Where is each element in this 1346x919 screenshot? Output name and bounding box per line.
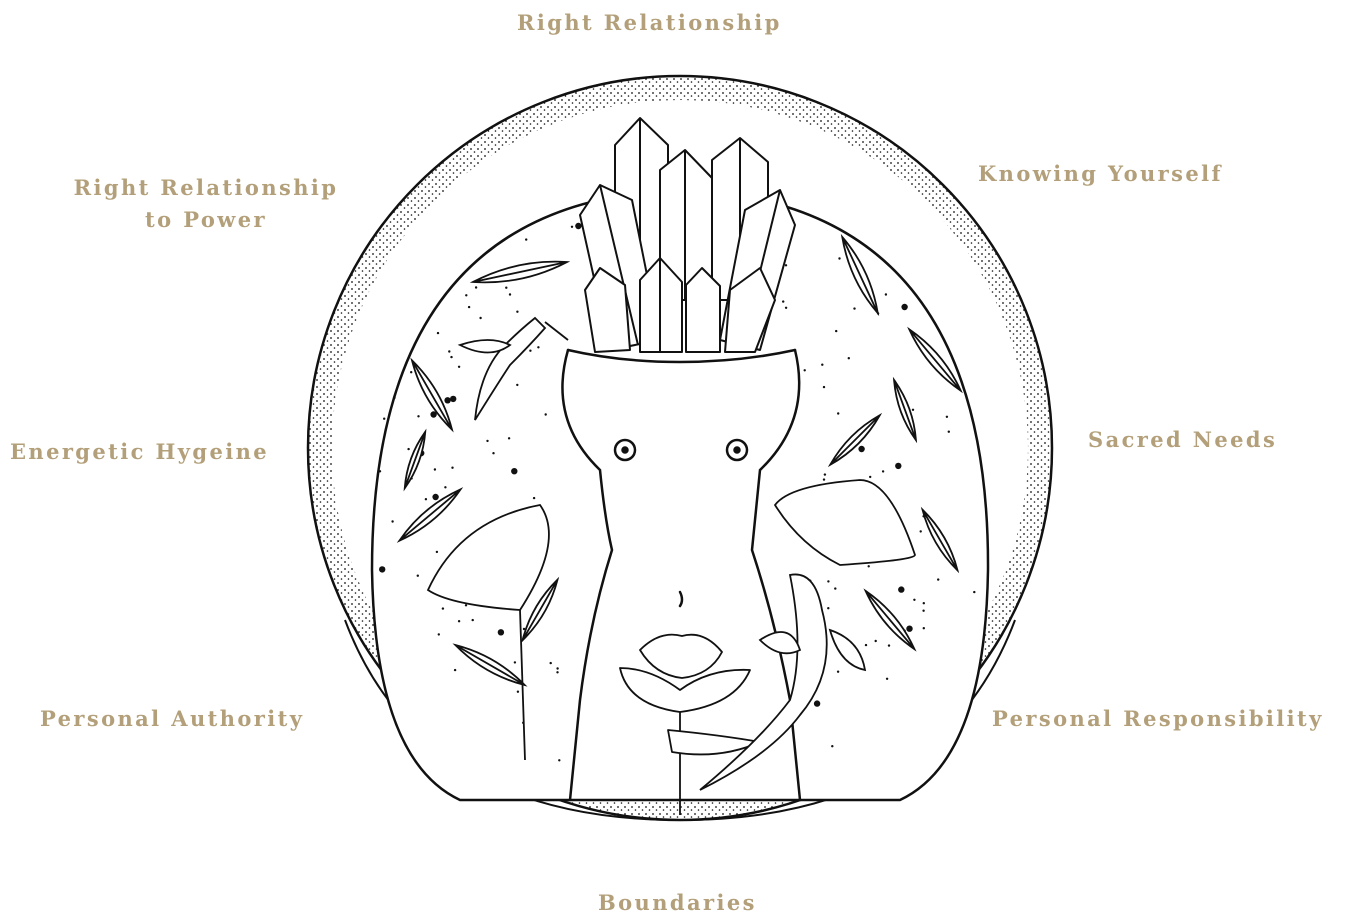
star-dot <box>823 386 825 388</box>
star-dot <box>509 293 511 295</box>
star-dot <box>556 667 558 669</box>
star-dot <box>782 300 784 302</box>
star-dot <box>923 602 925 604</box>
star-dot <box>465 604 467 606</box>
star-dot <box>517 691 519 693</box>
star-dot <box>436 551 438 553</box>
star-dot <box>393 397 395 399</box>
star-dot <box>465 294 467 296</box>
star-dot <box>875 640 877 642</box>
star-dot <box>869 476 871 478</box>
star-dot <box>824 473 826 475</box>
star-dot <box>451 467 453 469</box>
star-dot <box>444 486 446 488</box>
star-dot <box>434 468 436 470</box>
star-dot <box>511 468 517 474</box>
star-dot <box>537 346 539 348</box>
star-dot <box>973 591 975 593</box>
star-dot <box>946 416 948 418</box>
star-dot <box>785 307 787 309</box>
star-dot <box>450 396 456 402</box>
star-dot <box>529 350 531 352</box>
star-dot <box>948 431 950 433</box>
star-dot <box>479 317 481 319</box>
star-dot <box>821 364 823 366</box>
star-dot <box>556 671 558 673</box>
star-dot <box>814 700 820 706</box>
star-dot <box>444 397 450 403</box>
star-dot <box>498 629 504 635</box>
star-dot <box>920 530 922 532</box>
star-dot <box>410 371 412 373</box>
star-dot <box>868 565 870 567</box>
star-dot <box>486 440 488 442</box>
star-dot <box>888 644 890 646</box>
star-dot <box>571 226 573 228</box>
star-dot <box>886 678 888 680</box>
star-dot <box>827 607 829 609</box>
star-dot <box>895 463 901 469</box>
star-dot <box>923 627 925 629</box>
star-dot <box>407 448 409 450</box>
star-dot <box>922 610 924 612</box>
star-dot <box>458 366 460 368</box>
star-dot <box>937 578 939 580</box>
star-dot <box>834 587 836 589</box>
star-dot <box>458 620 460 622</box>
star-dot <box>379 566 385 572</box>
star-dot <box>417 415 419 417</box>
star-dot <box>545 413 547 415</box>
star-dot <box>831 745 833 747</box>
star-dot <box>858 446 864 452</box>
star-dot <box>882 470 884 472</box>
star-dot <box>898 586 904 592</box>
star-dot <box>442 607 444 609</box>
star-dot <box>475 286 477 288</box>
star-dot <box>558 759 560 761</box>
star-dot <box>885 293 887 295</box>
star-dot <box>379 470 381 472</box>
star-dot <box>865 644 867 646</box>
star-dot <box>804 369 806 371</box>
star-dot <box>454 669 456 671</box>
star-dot <box>437 332 439 334</box>
star-dot <box>827 580 829 582</box>
star-dot <box>837 412 839 414</box>
star-dot <box>837 671 839 673</box>
star-dot <box>533 497 535 499</box>
star-dot <box>432 494 438 500</box>
star-dot <box>391 520 393 522</box>
star-dot <box>525 238 527 240</box>
star-dot <box>853 307 855 309</box>
star-dot <box>492 452 494 454</box>
star-dot <box>450 356 452 358</box>
star-dot <box>508 437 510 439</box>
star-dot <box>514 661 516 663</box>
star-dot <box>835 330 837 332</box>
star-dot <box>848 357 850 359</box>
star-dot <box>912 409 914 411</box>
star-dot <box>550 662 552 664</box>
star-dot <box>516 384 518 386</box>
star-dot <box>448 350 450 352</box>
star-dot <box>575 223 581 229</box>
star-dot <box>906 626 912 632</box>
star-dot <box>823 478 825 480</box>
star-dot <box>472 619 474 621</box>
star-dot <box>425 498 427 500</box>
star-dot <box>838 257 840 259</box>
star-dot <box>468 306 470 308</box>
star-dot <box>901 304 907 310</box>
star-dot <box>505 287 507 289</box>
star-dot <box>785 264 787 266</box>
star-dot <box>913 599 915 601</box>
star-dot <box>383 418 385 420</box>
star-dot <box>438 633 440 635</box>
star-dot <box>516 311 518 313</box>
star-dot <box>417 575 419 577</box>
